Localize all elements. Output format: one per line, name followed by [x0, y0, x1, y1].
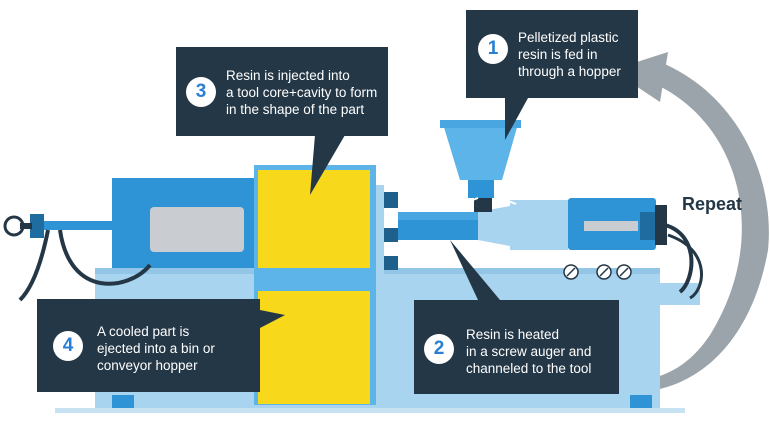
callout-1-pointer	[505, 98, 528, 140]
nozzle	[478, 204, 520, 248]
repeat-arrow-head	[612, 52, 668, 102]
callout-step-3: 3 Resin is injected into a tool core+cav…	[176, 47, 388, 136]
step-1-text: Pelletized plastic resin is fed in throu…	[518, 30, 621, 79]
step-2-badge: 2	[424, 334, 454, 364]
callout-step-2: 2 Resin is heated in a screw auger and c…	[414, 300, 619, 394]
step-4-text: A cooled part is ejected into a bin or c…	[97, 324, 215, 373]
clamp-window	[150, 207, 244, 252]
step-3-badge: 3	[186, 77, 216, 107]
repeat-label: Repeat	[682, 194, 743, 214]
step-3-text: Resin is injected into a tool core+cavit…	[226, 68, 378, 117]
callout-4-pointer	[260, 310, 285, 328]
callout-3-pointer	[310, 135, 345, 195]
step-2-text: Resin is heated in a screw auger and cha…	[466, 327, 592, 376]
machine-foot	[112, 395, 134, 408]
step-4-badge: 4	[53, 331, 83, 361]
hopper	[443, 124, 518, 180]
repeat-arrow	[640, 62, 769, 392]
clamp-rod	[40, 221, 112, 230]
machine-foot	[630, 395, 652, 408]
hopper-throat	[468, 180, 494, 198]
machine-floor-line	[55, 408, 685, 413]
callout-2-pointer	[450, 240, 500, 300]
callout-step-4: 4 A cooled part is ejected into a bin or…	[37, 299, 260, 392]
callout-step-1: 1 Pelletized plastic resin is fed in thr…	[466, 10, 638, 98]
mold-bottom	[258, 291, 370, 404]
step-1-badge: 1	[478, 34, 508, 64]
